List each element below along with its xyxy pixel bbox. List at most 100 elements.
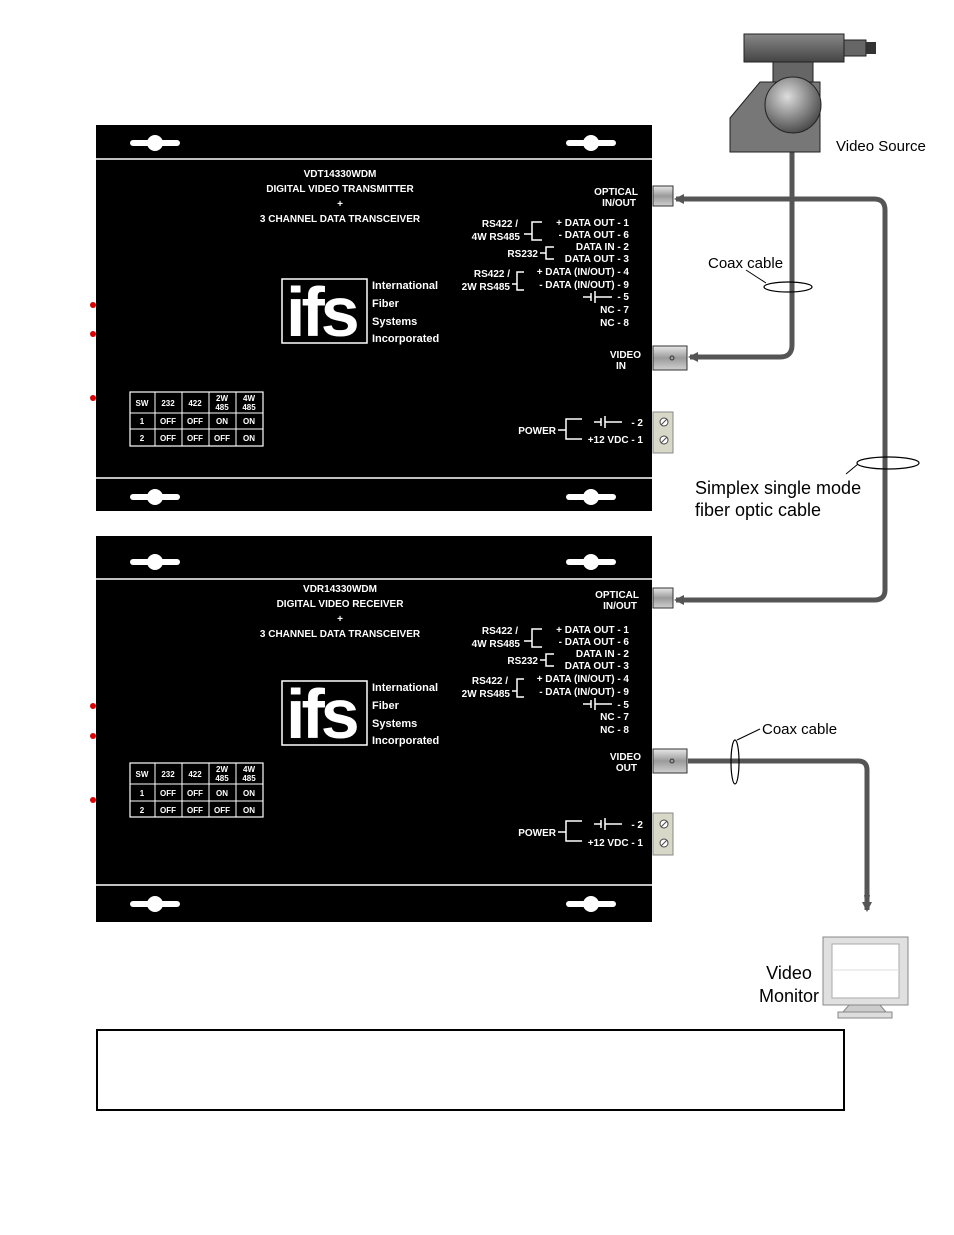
pin-data-out-6: - DATA OUT - 6 <box>559 230 630 241</box>
svg-text:ON: ON <box>243 806 255 815</box>
power-terminal-block <box>652 812 674 856</box>
svg-text:OFF: OFF <box>160 806 176 815</box>
transmitter-body <box>96 125 652 511</box>
pin-data-inout-4: + DATA (IN/OUT) - 4 <box>537 267 630 278</box>
svg-text:2W: 2W <box>216 394 228 403</box>
device-name: DIGITAL VIDEO RECEIVER <box>277 599 405 610</box>
pin-gnd-5: - 5 <box>617 700 629 711</box>
video-source-label: Video Source <box>836 138 926 155</box>
rs232-label: RS232 <box>507 656 538 667</box>
svg-text:OFF: OFF <box>187 417 203 426</box>
ifs-logo: ifs <box>286 675 358 753</box>
svg-text:OFF: OFF <box>187 806 203 815</box>
svg-text:OFF: OFF <box>160 789 176 798</box>
optical-label: OPTICAL <box>595 590 639 601</box>
power-pin-2: - 2 <box>631 418 643 429</box>
power-pin-1: +12 VDC - 1 <box>588 435 644 446</box>
monitor-label-line-1: Video <box>766 963 812 983</box>
video-monitor-icon <box>822 936 909 1019</box>
svg-text:232: 232 <box>161 770 175 779</box>
svg-text:422: 422 <box>188 770 202 779</box>
logo-line-3: Systems <box>372 316 417 328</box>
device-plus: + <box>337 199 343 210</box>
pin-data-inout-9: - DATA (IN/OUT) - 9 <box>539 280 629 291</box>
device-model: VDT14330WDM <box>304 169 377 180</box>
svg-text:ON: ON <box>243 417 255 426</box>
pin-data-out-1: + DATA OUT - 1 <box>556 625 629 636</box>
fiber-label-line-1: Simplex single mode <box>695 478 861 498</box>
rs485-4w-label: 4W RS485 <box>472 639 521 650</box>
svg-text:485: 485 <box>242 403 256 412</box>
power-label: POWER <box>518 828 557 839</box>
rs422-4w-label: RS422 / <box>482 219 518 230</box>
fiber-optic-cable <box>676 196 888 603</box>
sw-header-sw: SW <box>136 399 149 408</box>
pin-nc-7: NC - 7 <box>600 305 629 316</box>
svg-text:1: 1 <box>140 789 145 798</box>
caption-box <box>96 1029 845 1111</box>
svg-text:OFF: OFF <box>187 434 203 443</box>
video-camera-icon <box>729 33 876 153</box>
rs485-2w-label: 2W RS485 <box>462 282 511 293</box>
svg-text:SW: SW <box>136 770 149 779</box>
svg-text:ON: ON <box>216 417 228 426</box>
logo-line-1: International <box>372 280 438 292</box>
coax-cable-label: Coax cable <box>708 255 783 272</box>
fiber-label-line-2: fiber optic cable <box>695 500 821 520</box>
pin-data-out-3: DATA OUT - 3 <box>565 254 630 265</box>
logo-line-1: International <box>372 682 438 694</box>
pin-data-in-2: DATA IN - 2 <box>576 242 630 253</box>
svg-text:1: 1 <box>140 417 145 426</box>
video-bnc-connector-icon <box>652 345 688 371</box>
device-subtitle: 3 CHANNEL DATA TRANSCEIVER <box>260 629 421 640</box>
svg-text:2: 2 <box>140 806 145 815</box>
receiver-unit: VDR14330WDM DIGITAL VIDEO RECEIVER + 3 C… <box>90 536 652 922</box>
video-label: VIDEO <box>610 752 641 763</box>
mounting-slots <box>130 135 616 505</box>
pin-data-out-1: + DATA OUT - 1 <box>556 218 629 229</box>
power-ground-icon <box>594 416 622 428</box>
rs422-2w-label: RS422 / <box>472 676 508 687</box>
optical-inout-label: IN/OUT <box>603 601 637 612</box>
video-in-label: IN <box>616 361 626 372</box>
optical-label: OPTICAL <box>594 187 638 198</box>
pin-data-inout-4: + DATA (IN/OUT) - 4 <box>537 674 630 685</box>
sw-header-232: 232 <box>161 399 175 408</box>
monitor-label-line-2: Monitor <box>759 986 819 1006</box>
logo-line-4: Incorporated <box>372 333 439 345</box>
ground-icon <box>583 291 612 303</box>
logo-line-2: Fiber <box>372 298 400 310</box>
svg-text:OFF: OFF <box>160 417 176 426</box>
ifs-logo: ifs <box>286 273 358 351</box>
pin-nc-8: NC - 8 <box>600 318 629 329</box>
optical-connector-icon <box>652 185 674 207</box>
transmitter-unit: VDT14330WDM DIGITAL VIDEO TRANSMITTER + … <box>90 125 652 511</box>
ground-icon <box>583 698 612 710</box>
power-pin-2: - 2 <box>631 820 643 831</box>
optical-inout-label: IN/OUT <box>602 198 636 209</box>
pin-data-out-3: DATA OUT - 3 <box>565 661 630 672</box>
switch-table: SW 232 422 2W 485 4W 485 1 OFF OFF ON ON… <box>129 391 264 447</box>
device-subtitle: 3 CHANNEL DATA TRANSCEIVER <box>260 214 421 225</box>
svg-text:ON: ON <box>243 434 255 443</box>
svg-text:OFF: OFF <box>214 806 230 815</box>
device-model: VDR14330WDM <box>303 584 377 595</box>
rs485-4w-label: 4W RS485 <box>472 232 521 243</box>
power-terminal-block <box>652 411 674 454</box>
status-led-marks <box>90 703 96 803</box>
svg-text:485: 485 <box>242 774 256 783</box>
logo-line-3: Systems <box>372 718 417 730</box>
svg-text:ON: ON <box>243 789 255 798</box>
rs232-label: RS232 <box>507 249 538 260</box>
svg-text:4W: 4W <box>243 765 255 774</box>
ifs-logo-box <box>281 680 368 746</box>
coax-cable-input <box>688 150 795 362</box>
svg-text:OFF: OFF <box>187 789 203 798</box>
status-led-marks <box>90 302 96 401</box>
ifs-logo-box <box>281 278 368 344</box>
pin-data-inout-9: - DATA (IN/OUT) - 9 <box>539 687 629 698</box>
optical-connector-icon <box>652 587 674 609</box>
power-ground-icon <box>594 818 622 830</box>
svg-text:4W: 4W <box>243 394 255 403</box>
